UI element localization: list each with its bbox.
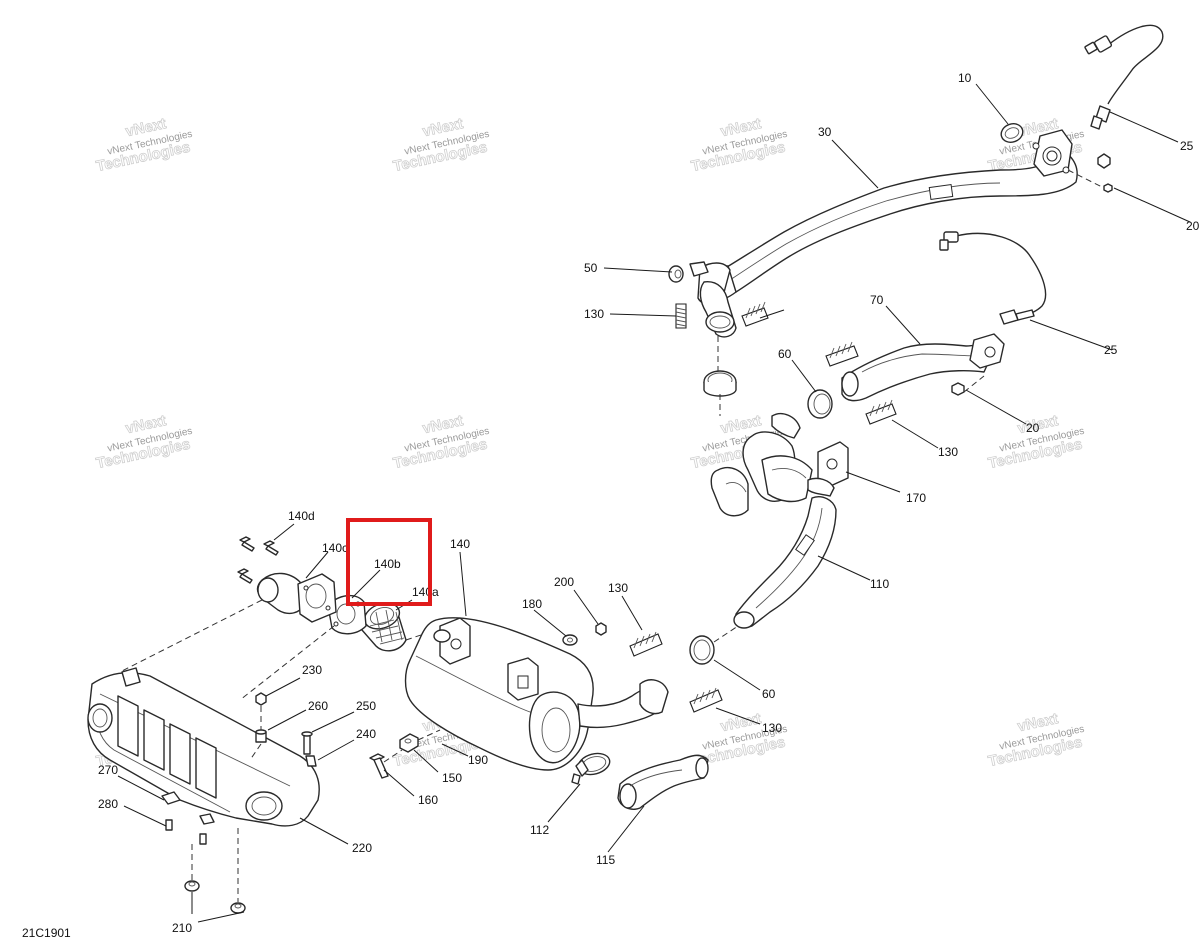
watermark: vNext vNext Technologies Technologies (986, 412, 1085, 473)
pipe-stub-30-outlet[interactable] (689, 261, 737, 338)
callout-60[interactable]: 60 (778, 347, 792, 361)
callout-70[interactable]: 70 (870, 293, 884, 307)
spring-130-c[interactable] (825, 341, 859, 367)
callout-10[interactable]: 10 (958, 71, 972, 85)
screw-140d-b[interactable] (263, 540, 279, 556)
callout-130[interactable]: 130 (584, 307, 604, 321)
callout-20[interactable]: 20 (1026, 421, 1040, 435)
callout-190[interactable]: 190 (468, 753, 488, 767)
callout-110[interactable]: 110 (870, 577, 889, 591)
grommet-150[interactable] (399, 733, 419, 753)
callout-130[interactable]: 130 (762, 721, 782, 735)
screw-140d-a[interactable] (239, 536, 255, 552)
callout-200[interactable]: 200 (554, 575, 574, 589)
tail-pipe-115[interactable] (617, 754, 709, 810)
bolt-250[interactable] (301, 731, 313, 755)
callout-130[interactable]: 130 (608, 581, 628, 595)
callout-180[interactable]: 180 (522, 597, 542, 611)
callout-250[interactable]: 250 (356, 699, 376, 713)
nut-200[interactable] (595, 622, 607, 636)
spring-130-e[interactable] (629, 631, 663, 657)
callout-280[interactable]: 280 (98, 797, 118, 811)
bolt-160[interactable] (369, 753, 389, 779)
nut-230[interactable] (255, 692, 267, 706)
callout-115[interactable]: 115 (596, 853, 615, 867)
leader-lines (117, 83, 1191, 923)
callout-140b[interactable]: 140b (374, 557, 401, 571)
watermark: vNext vNext Technologies Technologies (391, 412, 490, 473)
watermark: vNext vNext Technologies Technologies (986, 710, 1085, 771)
oxygen-sensor-lower[interactable] (939, 231, 1047, 325)
clip-240[interactable] (305, 755, 317, 767)
pipe-110[interactable] (733, 496, 837, 629)
diagram-code: 21C1901 (22, 926, 71, 940)
watermark: vNext vNext Technologies Technologies (94, 115, 193, 176)
assembly-line (383, 749, 403, 763)
callout-230[interactable]: 230 (302, 663, 322, 677)
end-cap-140c[interactable] (256, 572, 337, 623)
washer-50[interactable] (668, 265, 684, 283)
assembly-line (119, 599, 263, 673)
y-pipe-assembly[interactable] (710, 412, 813, 517)
callout-20[interactable]: 20 (1186, 219, 1200, 233)
callout-25[interactable]: 25 (1180, 139, 1194, 153)
assembly-line (963, 375, 985, 393)
watermark: vNext vNext Technologies Technologies (689, 115, 788, 176)
callout-130[interactable]: 130 (938, 445, 958, 459)
callout-270[interactable]: 270 (98, 763, 118, 777)
nut-20-upper[interactable] (1097, 153, 1113, 193)
callout-labels: 10 30 25 20 50 130 70 25 60 20 130 170 1… (98, 71, 1200, 935)
spring-130-f[interactable] (689, 687, 723, 713)
grommet-210-b[interactable] (230, 902, 246, 914)
callout-60[interactable]: 60 (762, 687, 776, 701)
muffler-140[interactable] (404, 617, 669, 771)
screw-140d-c[interactable] (237, 568, 253, 584)
screw-280-b[interactable] (199, 833, 207, 845)
bracket-170[interactable] (807, 441, 849, 497)
assembly-line (417, 729, 441, 741)
clip-270-b[interactable] (199, 813, 215, 825)
assembly-line (405, 633, 425, 641)
callout-240[interactable]: 240 (356, 727, 376, 741)
gasket-ring-10[interactable] (999, 121, 1026, 145)
callout-112[interactable]: 112 (530, 823, 549, 837)
callout-140d[interactable]: 140d (288, 509, 315, 523)
watermark: vNext vNext Technologies Technologies (391, 115, 490, 176)
callout-170[interactable]: 170 (906, 491, 926, 505)
screw-280[interactable] (165, 819, 173, 831)
callout-25[interactable]: 25 (1104, 343, 1118, 357)
spark-arrestor-140a[interactable] (361, 599, 407, 652)
spacer-260[interactable] (255, 729, 267, 743)
highlight-box-140b (346, 518, 432, 606)
clip-270[interactable] (161, 791, 181, 805)
assembly-line (249, 743, 262, 761)
spring-130-a[interactable] (675, 303, 687, 329)
callout-150[interactable]: 150 (442, 771, 462, 785)
callout-260[interactable]: 260 (308, 699, 328, 713)
callout-210[interactable]: 210 (172, 921, 192, 935)
pipe-70[interactable] (841, 333, 1005, 402)
spring-130-d[interactable] (865, 399, 897, 425)
callout-220[interactable]: 220 (352, 841, 372, 855)
spring-130-b[interactable] (741, 301, 769, 327)
seal-ring-60-a[interactable] (703, 370, 737, 397)
assembly-line (1067, 169, 1105, 189)
heat-shield-220[interactable] (87, 667, 320, 827)
callout-50[interactable]: 50 (584, 261, 598, 275)
callout-30[interactable]: 30 (818, 125, 832, 139)
washer-180[interactable] (562, 634, 578, 646)
seal-ring-60-b[interactable] (807, 389, 833, 419)
callout-140c[interactable]: 140c (322, 541, 348, 555)
callout-140a[interactable]: 140a (412, 585, 439, 599)
callout-140[interactable]: 140 (450, 537, 470, 551)
grommet-210-a[interactable] (184, 880, 200, 892)
seal-ring-60-c[interactable] (689, 635, 715, 665)
callout-160[interactable]: 160 (418, 793, 438, 807)
watermark: vNext vNext Technologies Technologies (94, 412, 193, 473)
nut-20-lower[interactable] (951, 382, 965, 396)
oxygen-sensor-upper[interactable] (1084, 24, 1164, 130)
assembly-line (713, 625, 739, 643)
clamp-112[interactable] (571, 750, 612, 785)
